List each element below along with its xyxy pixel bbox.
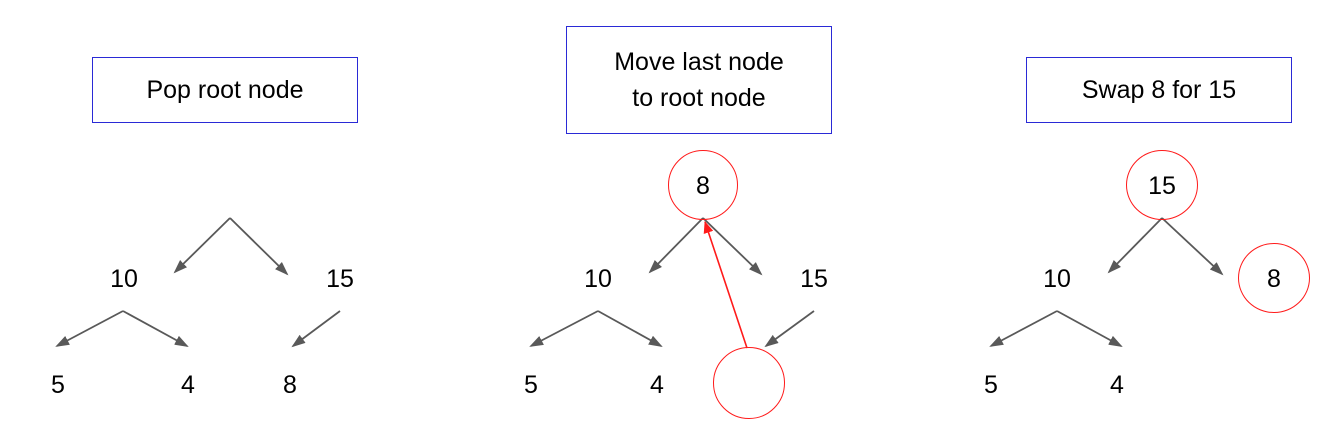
node-label: 4: [650, 371, 664, 399]
node-label: 15: [326, 265, 354, 293]
panel-1-edges: [55, 217, 341, 348]
edge-right-rl: [291, 310, 341, 348]
panel-3-swapped-node-circle: [1238, 243, 1310, 313]
edge-root-right: [702, 217, 763, 276]
edge-root-left: [1107, 217, 1163, 274]
caption-line: Pop root node: [146, 76, 304, 104]
node-label: 15: [1148, 172, 1176, 200]
edge-root-right: [229, 217, 289, 276]
panel-2-vacated-node-circle: [713, 347, 785, 419]
node-label: 4: [1110, 371, 1124, 399]
edge-left-lr: [597, 310, 663, 347]
node-label: 8: [696, 172, 710, 200]
edge-left-ll: [55, 310, 124, 347]
node-label: 15: [800, 265, 828, 293]
panel-3-caption: Swap 8 for 15: [1026, 57, 1292, 123]
edge-right-rl: [764, 310, 815, 348]
node-label: 4: [181, 371, 195, 399]
edge-root-left: [648, 217, 704, 274]
panel-3-root-circle: [1126, 150, 1198, 220]
caption-line: Swap 8 for 15: [1081, 76, 1237, 104]
panel-2-root-circle: [668, 150, 738, 220]
edge-root-right: [1161, 217, 1224, 276]
panel-2-caption: Move last node to root node: [566, 26, 832, 134]
edge-left-lr: [122, 310, 189, 347]
node-label: 10: [584, 265, 612, 293]
node-label: 8: [1267, 265, 1281, 293]
node-label: 5: [51, 371, 65, 399]
edge-left-ll: [989, 310, 1058, 347]
edge-left-ll: [529, 310, 599, 347]
node-label: 10: [1043, 265, 1071, 293]
node-label: 8: [283, 371, 297, 399]
panel-2-edges: [529, 217, 815, 349]
caption-line: to root node: [632, 84, 766, 112]
node-label: 5: [984, 371, 998, 399]
panel-3-edges: [989, 217, 1224, 347]
move-arrow: [703, 221, 748, 349]
edge-left-lr: [1056, 310, 1123, 347]
edge-root-left: [173, 217, 231, 274]
caption-line: Move last node: [614, 48, 784, 76]
node-label: 10: [110, 265, 138, 293]
panel-1-caption: Pop root node: [92, 57, 358, 123]
node-label: 5: [524, 371, 538, 399]
